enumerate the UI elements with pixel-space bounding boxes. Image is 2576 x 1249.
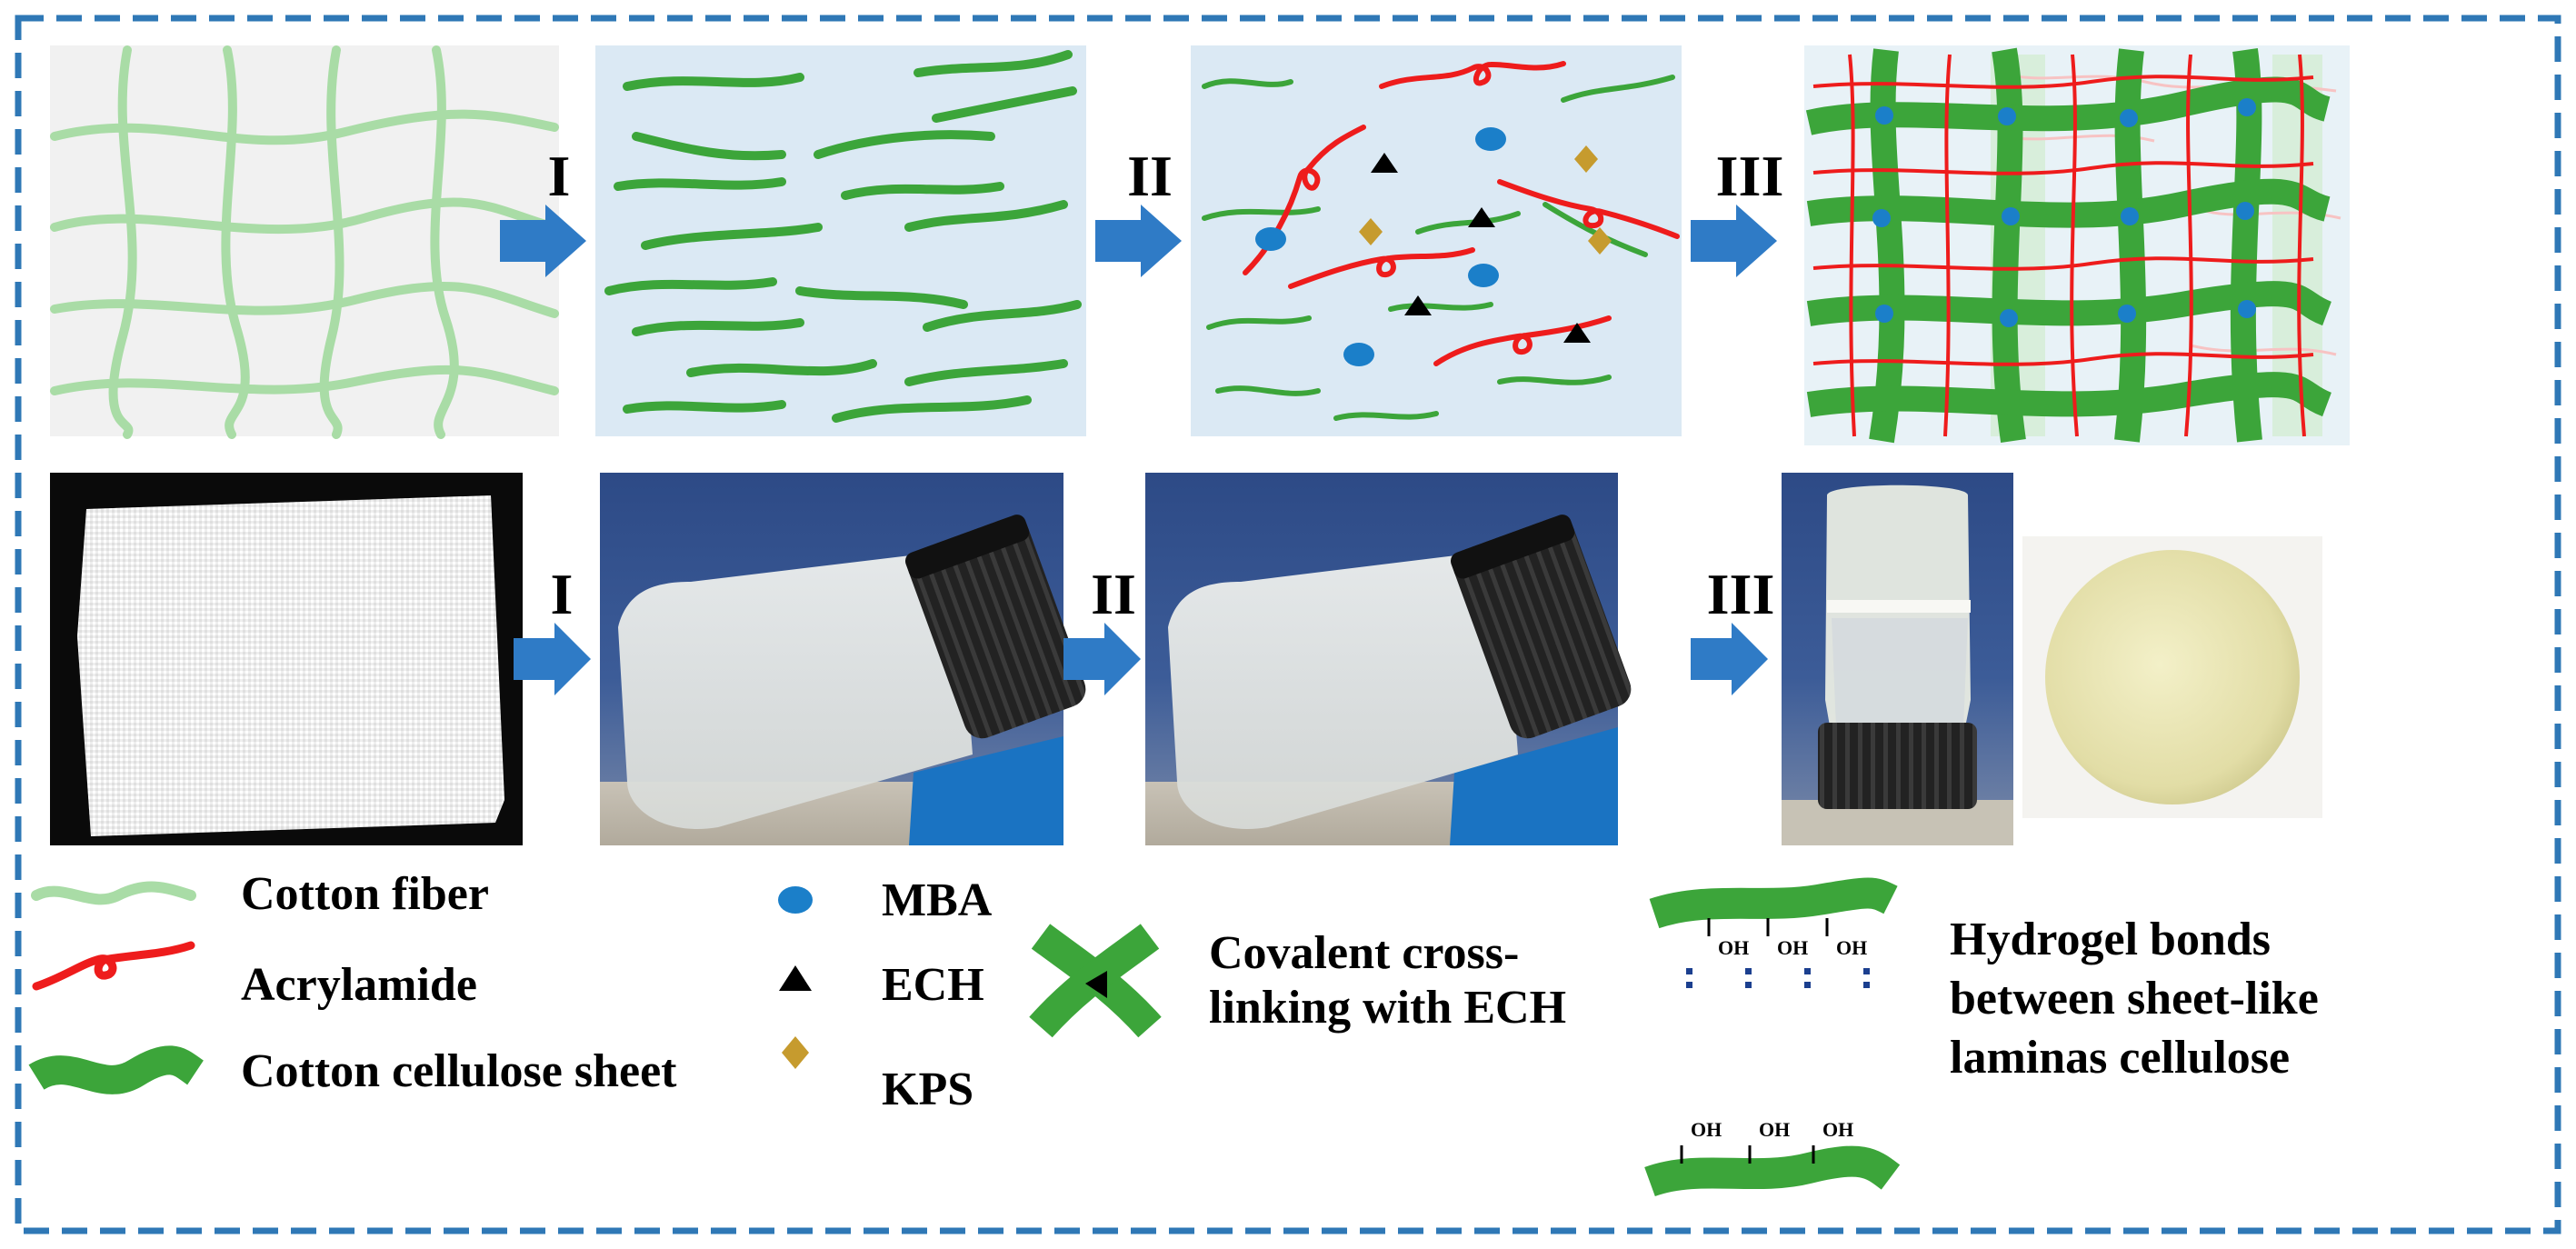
photo-inverted-vial (1782, 473, 2013, 845)
step-label-top-3: III (1716, 144, 1784, 208)
oh-label-4: OH (1691, 1118, 1722, 1141)
ech-icon (779, 965, 812, 991)
arrow-step-2-bottom: II (1063, 562, 1141, 695)
photo-dispersion-vial (600, 473, 1086, 845)
arrow-step-1-bottom: I (514, 562, 591, 695)
arrow-step-3-top: III (1691, 144, 1783, 277)
oh-label-6: OH (1822, 1118, 1853, 1141)
kps-icon (782, 1036, 809, 1069)
acrylamide-swatch (32, 941, 195, 991)
hydrogen-bond-icon: OH OH OH OH OH OH (1644, 877, 1901, 1197)
oh-label-1: OH (1718, 936, 1749, 959)
mba-icon (778, 886, 813, 914)
legend-covalent-line1: Covalent cross- (1209, 927, 1519, 979)
legend-hydrogel-bonds: OH OH OH OH OH OH Hydrogel (1644, 877, 2319, 1197)
legend-mba-label: MBA (882, 874, 993, 926)
photo-cotton-cloth (50, 473, 523, 845)
panel-hydrogel-network (1804, 45, 2350, 445)
legend-cellulose-sheet-label: Cotton cellulose sheet (241, 1045, 677, 1097)
step-label-top-1: I (548, 144, 571, 208)
oh-label-3: OH (1836, 936, 1867, 959)
arrow-step-2-top: II (1095, 144, 1182, 277)
legend-acrylamide: Acrylamide (32, 941, 477, 1011)
legend-covalent-line2: linking with ECH (1209, 982, 1566, 1034)
step-label-bottom-1: I (551, 562, 574, 626)
photo-hydrogel-disk (2022, 536, 2322, 818)
crosslink-icon (1029, 924, 1162, 1038)
cotton-fiber-swatch (31, 881, 196, 905)
legend-cotton-fiber-label: Cotton fiber (241, 868, 489, 920)
legend-kps-label: KPS (882, 1064, 973, 1115)
legend-covalent-crosslink: Covalent cross- linking with ECH (1029, 924, 1566, 1038)
legend-hydrogel-line3: laminas cellulose (1950, 1032, 2290, 1084)
cellulose-sheet-swatch (28, 1045, 205, 1094)
legend-hydrogel-line1: Hydrogel bonds (1950, 914, 2271, 965)
panel-reaction-mixture (1191, 45, 1682, 436)
arrow-step-3-bottom: III (1691, 562, 1774, 695)
legend-cellulose-sheet: Cotton cellulose sheet (28, 1045, 677, 1097)
panel-cotton-fiber (50, 45, 559, 439)
legend-mba: MBA (778, 874, 993, 926)
step-label-bottom-3: III (1707, 562, 1775, 626)
legend-kps: KPS (782, 1036, 973, 1115)
step-label-bottom-2: II (1091, 562, 1136, 626)
legend-ech-label: ECH (882, 959, 984, 1011)
step-label-top-2: II (1127, 144, 1173, 208)
oh-label-2: OH (1777, 936, 1808, 959)
legend-ech: ECH (779, 959, 984, 1011)
photo-mixture-vial (1145, 473, 1632, 845)
legend-cotton-fiber: Cotton fiber (31, 868, 489, 920)
arrow-step-1-top: I (500, 144, 586, 277)
oh-label-5: OH (1759, 1118, 1790, 1141)
legend-acrylamide-label: Acrylamide (241, 959, 477, 1011)
panel-dispersed-sheets (595, 45, 1086, 436)
outer-frame (15, 15, 2561, 1234)
legend-hydrogel-line2: between sheet-like (1950, 973, 2319, 1024)
